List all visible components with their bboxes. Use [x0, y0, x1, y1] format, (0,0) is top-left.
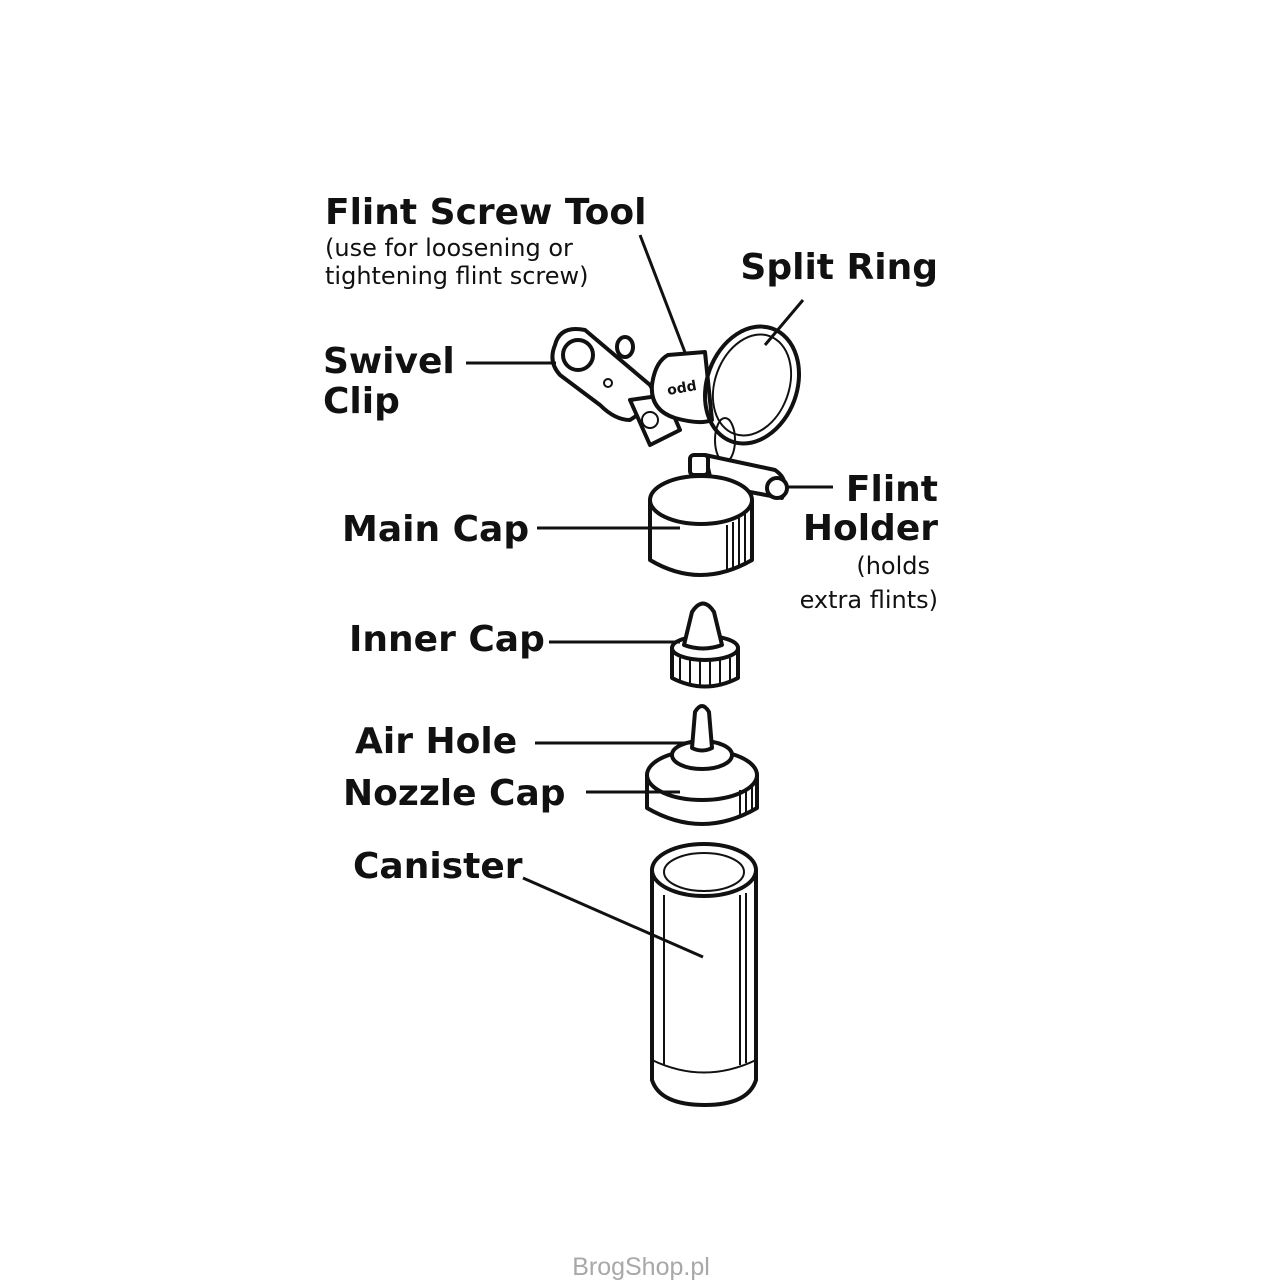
leader-flint-screw-tool [638, 234, 688, 356]
label-inner-cap: Inner Cap [349, 619, 545, 660]
label-swivel-clip-2: Clip [323, 381, 400, 422]
leader-split-ring [763, 299, 805, 346]
flint-screw-tool-drawing: odd [649, 350, 714, 425]
leader-canister [522, 876, 704, 959]
label-flint-holder-2: Holder [803, 508, 938, 549]
label-nozzle-cap: Nozzle Cap [343, 773, 566, 814]
canister-drawing [650, 842, 758, 1107]
label-flint-screw-tool: Flint Screw Tool [325, 192, 646, 233]
note-flint-screw-tool-1: (use for loosening or [325, 234, 573, 262]
svg-text:odd: odd [666, 378, 698, 399]
label-air-hole: Air Hole [355, 721, 517, 762]
label-flint-holder-1: Flint [846, 469, 938, 510]
label-swivel-clip-1: Swivel [323, 341, 455, 382]
nozzle-cap-drawing [645, 704, 759, 826]
note-flint-screw-tool-2: tightening flint screw) [325, 262, 588, 290]
watermark: BrogShop.pl [572, 1253, 710, 1280]
label-canister: Canister [353, 846, 523, 887]
main-cap-drawing [648, 474, 754, 577]
inner-cap-drawing [670, 601, 740, 689]
note-flint-holder-2: extra flints) [800, 586, 938, 614]
split-ring-drawing [702, 324, 802, 463]
note-flint-holder-1: (holds [856, 552, 930, 580]
label-split-ring: Split Ring [740, 247, 938, 288]
label-main-cap: Main Cap [342, 509, 529, 550]
